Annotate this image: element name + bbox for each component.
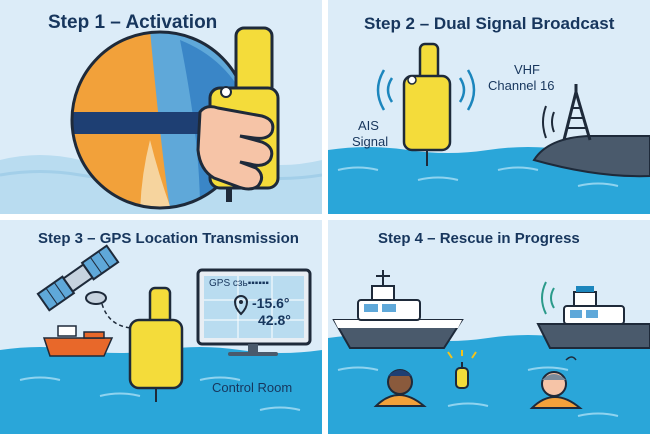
activation-illustration xyxy=(0,26,322,214)
location-pin-icon xyxy=(233,295,249,316)
panel-title: Step 4 – Rescue in Progress xyxy=(378,230,580,247)
panel-title: Step 2 – Dual Signal Broadcast xyxy=(364,14,615,33)
radio-tower-icon xyxy=(542,84,592,141)
ais-label-line1: AIS xyxy=(358,118,379,133)
panel-title: Step 1 – Activation xyxy=(48,12,218,33)
control-room-label: Control Room xyxy=(212,380,293,395)
panel-step-2: Step 2 – Dual Signal Broadcast AIS Signa… xyxy=(328,0,650,214)
person-in-water-icon xyxy=(529,356,583,409)
dual-signal-illustration xyxy=(328,42,650,214)
ship-icon xyxy=(42,325,114,357)
panel-step-3: Step 3 – GPS Location Transmission GPS с… xyxy=(0,220,322,434)
ais-label-line2: Signal xyxy=(352,134,389,149)
latitude-value: -15.6° xyxy=(252,295,290,311)
beacon-icon xyxy=(447,350,477,389)
rescue-illustration xyxy=(328,270,650,434)
vhf-label-line1: VHF xyxy=(514,62,540,77)
gps-illustration xyxy=(0,244,322,434)
beacon-icon xyxy=(402,42,452,166)
panel-step-1: Step 1 – Activation xyxy=(0,0,322,214)
boat-icon xyxy=(536,281,650,349)
monitor-icon xyxy=(196,268,312,356)
beacon-icon xyxy=(128,286,184,402)
panel-title: Step 3 – GPS Location Transmission xyxy=(38,230,299,247)
rescue-boat-icon xyxy=(332,270,464,349)
longitude-value: 42.8° xyxy=(258,312,291,328)
person-in-water-icon xyxy=(373,369,427,407)
satellite-icon xyxy=(36,244,120,312)
hand-icon xyxy=(196,105,275,191)
vhf-label-line2: Channel 16 xyxy=(488,78,555,93)
panel-step-4: Step 4 – Rescue in Progress xyxy=(328,220,650,434)
monitor-header: GPS сзь▪▪▪▪▪▪ xyxy=(209,278,269,289)
signal-waves-icon xyxy=(376,69,476,111)
